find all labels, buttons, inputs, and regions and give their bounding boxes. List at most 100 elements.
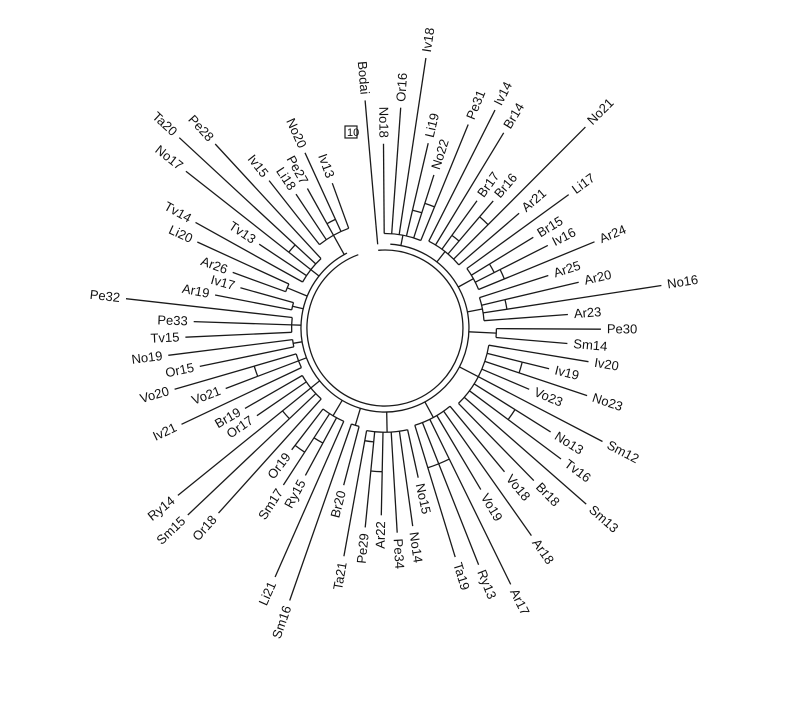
tree-branch [443, 410, 532, 536]
tree-branch [214, 294, 292, 311]
leaf-label: Vo23 [532, 384, 565, 409]
tree-branch [304, 152, 342, 232]
leaf-label: Ar20 [583, 267, 613, 288]
tree-branch [291, 408, 324, 451]
tree-branch [514, 409, 551, 433]
tree-branch [232, 271, 286, 293]
leaf-label: Li17 [569, 170, 598, 197]
tree-branch [451, 200, 478, 236]
tree-branch [197, 241, 290, 285]
leaf-label: Ta19 [450, 561, 473, 592]
leaf-label: Ta21 [330, 561, 350, 591]
tree-clade-arc [499, 269, 505, 280]
leaf-label: Pe29 [354, 533, 372, 565]
tree-branch [471, 263, 490, 276]
tree-branch [488, 344, 589, 363]
tree-branch [257, 360, 299, 377]
leaf-label: Bodai [355, 61, 373, 96]
tree-branch [185, 170, 290, 253]
leaf-label: No20 [283, 116, 310, 151]
leaf-label: Ar25 [552, 258, 583, 281]
tree-branch [326, 223, 335, 236]
tree-branch [405, 210, 414, 237]
leaf-label: Ry13 [474, 567, 499, 601]
tree-branch [174, 353, 297, 390]
leaf-label: Or18 [189, 512, 219, 544]
leaf-label: Br18 [533, 479, 563, 509]
tree-branch [390, 431, 398, 533]
leaf-label: Sm13 [586, 502, 621, 536]
tree-branch [489, 236, 534, 265]
tree-clade-arc [438, 458, 450, 465]
tree-branch [481, 298, 506, 306]
leaf-label: No18 [376, 107, 391, 138]
tree-clade-arc [294, 444, 306, 453]
tree-branch [306, 188, 328, 225]
leaf-label: No16 [666, 272, 699, 292]
tree-branch [168, 338, 293, 356]
tree-branch [391, 107, 402, 234]
tree-branch [458, 212, 520, 266]
tree-clade-arc [451, 234, 460, 242]
tree-branch [434, 132, 505, 246]
tree-branch [483, 284, 662, 314]
tree-branch [475, 269, 501, 283]
tree-branch [398, 57, 427, 235]
tree-branch [298, 357, 307, 362]
leaf-label: No13 [552, 428, 586, 457]
tree-branch [424, 401, 434, 418]
tree-branch [398, 431, 414, 527]
tree-branch [448, 458, 512, 585]
tree-branch [400, 235, 404, 246]
tree-clade-arc [370, 470, 383, 473]
tree-branch [274, 421, 345, 578]
tree-branch [487, 352, 523, 363]
tree-branch [484, 360, 588, 397]
tree-branch [463, 396, 587, 505]
tree-branch [343, 426, 360, 486]
tree-branches [125, 57, 662, 601]
tree-clade-arc [504, 299, 508, 310]
tree-branch [477, 376, 603, 443]
tree-branch [458, 402, 535, 482]
leaf-label: No19 [131, 348, 164, 367]
tree-branch [354, 408, 362, 426]
tree-branch [289, 423, 353, 601]
tree-clade-arc [366, 429, 408, 433]
tree-branch [457, 278, 474, 288]
tree-branch [479, 200, 494, 218]
tree-branch [447, 216, 481, 255]
leaf-label: Pe31 [463, 88, 488, 122]
tree-branch [495, 336, 568, 345]
tree-branch [193, 320, 292, 326]
tree-branch [343, 430, 368, 557]
tree-branch [414, 425, 456, 558]
tree-clade-arc [414, 405, 451, 426]
tree-branch [292, 341, 303, 344]
leaf-label: Pe34 [391, 538, 408, 569]
tree-clade-arc [507, 409, 516, 420]
tree-branch [310, 380, 321, 389]
tree-branch [185, 331, 292, 338]
tree-clade-arc [326, 218, 336, 225]
leaf-label: Vo19 [478, 491, 506, 524]
tree-branch [187, 418, 290, 516]
tree-branch [332, 399, 343, 417]
tree-branch [473, 383, 516, 411]
tree-branch [295, 193, 327, 241]
tree-clade-arc [301, 375, 322, 400]
tree-branch [332, 234, 345, 255]
leaf-label: Pe28 [185, 112, 217, 144]
tree-clade-arc [291, 339, 295, 348]
tree-clade-arc [364, 440, 374, 443]
tree-branch [322, 417, 338, 444]
tree-branch [467, 308, 483, 313]
tree-clade-arc [518, 361, 523, 374]
tree-clade-arc [424, 202, 435, 208]
leaf-label: Ar23 [573, 304, 601, 321]
tree-branch [469, 390, 562, 460]
tree-branch [496, 327, 601, 330]
leaf-label: Or16 [393, 72, 410, 102]
tree-branch [449, 405, 505, 473]
